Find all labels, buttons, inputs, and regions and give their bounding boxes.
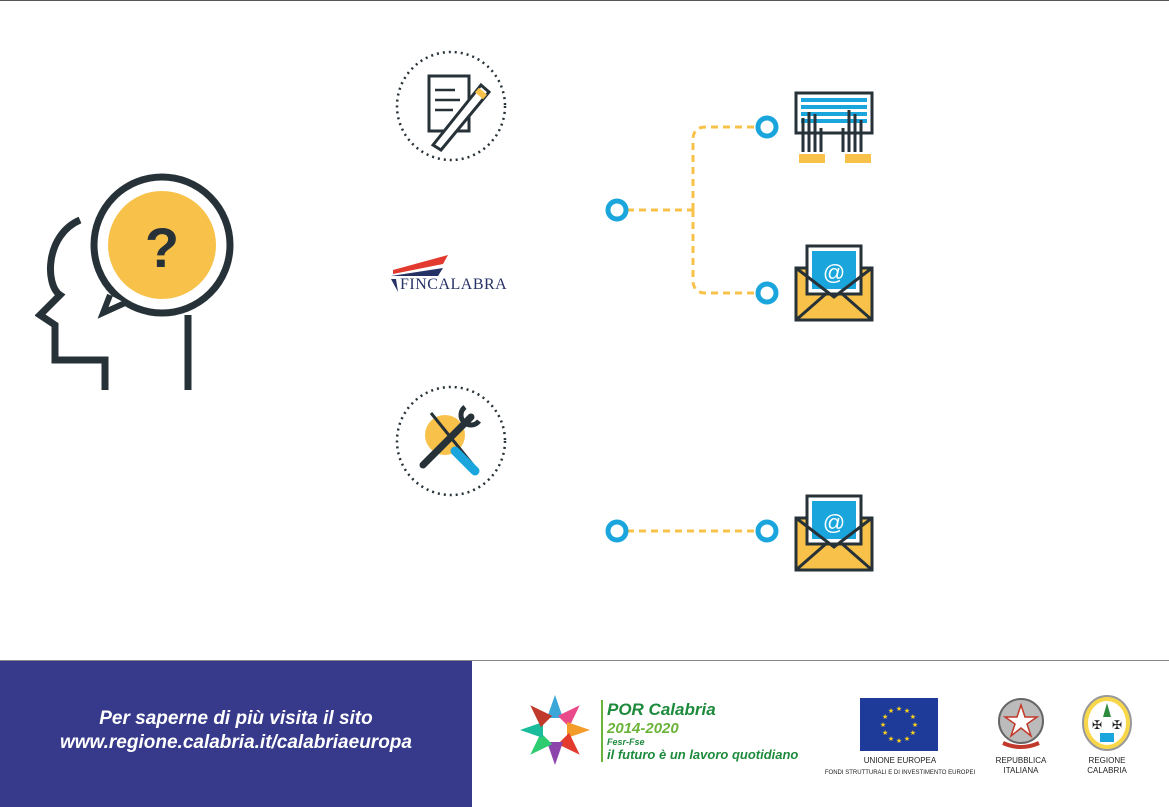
footer-website-link[interactable]: www.regione.calabria.it/calabriaeuropa — [60, 732, 412, 753]
regione-label-line2: CALABRIA — [1087, 766, 1127, 775]
eu-star-icon: ★ — [888, 707, 894, 715]
top-divider — [0, 0, 1169, 1]
eu-star-icon: ★ — [910, 713, 916, 721]
email-icon: @ — [794, 494, 874, 572]
tools-icon — [395, 385, 507, 497]
eu-star-icon: ★ — [904, 707, 910, 715]
eu-star-icon: ★ — [896, 737, 902, 745]
eu-star-icon: ★ — [888, 735, 894, 743]
italian-republic-emblem — [998, 698, 1044, 749]
republic-label-line2: ITALIANA — [1003, 766, 1039, 775]
por-funds: Fesr-Fse — [607, 737, 645, 747]
por-years: 2014-2020 — [607, 720, 679, 737]
footer-line1: Per saperne di più visita il sito — [99, 708, 373, 729]
regione-calabria-emblem: ✠ ✠ — [1082, 695, 1132, 751]
footer-divider — [0, 660, 1169, 661]
por-calabria-text: POR Calabria 2014-2020 Fesr-Fse il futur… — [607, 700, 798, 762]
document-pen-icon — [395, 50, 507, 162]
eu-label: UNIONE EUROPEA — [863, 756, 937, 765]
head-question-icon: ? — [35, 173, 234, 390]
fincalabra-logo — [391, 255, 448, 292]
eu-star-icon: ★ — [880, 721, 886, 729]
republic-label-line1: REPUBBLICA — [995, 756, 1047, 765]
svg-text:✠: ✠ — [1112, 718, 1122, 732]
eu-flag-icon: ★★★★★★★★★★★★ — [860, 698, 938, 751]
eu-star-icon: ★ — [910, 729, 916, 737]
email-icon: @ — [794, 244, 874, 322]
por-divider — [601, 700, 603, 762]
svg-text:@: @ — [823, 510, 845, 535]
eu-sublabel: FONDI STRUTTURALI E DI INVESTIMENTO EURO… — [824, 770, 976, 776]
por-slogan: il futuro è un lavoro quotidiano — [607, 747, 799, 762]
fincalabra-logo-text: FINCALABRA — [400, 276, 508, 293]
svg-text:?: ? — [145, 216, 179, 279]
eu-star-icon: ★ — [912, 721, 918, 729]
svg-text:✠: ✠ — [1092, 718, 1102, 732]
footer-info-panel: Per saperne di più visita il sito www.re… — [0, 661, 472, 807]
por-title: POR Calabria — [607, 700, 716, 719]
eu-star-icon: ★ — [882, 713, 888, 721]
regione-label-line1: REGIONE — [1088, 756, 1126, 765]
eu-star-icon: ★ — [904, 735, 910, 743]
connector-lines — [605, 115, 779, 543]
eu-star-icon: ★ — [882, 729, 888, 737]
eu-star-icon: ★ — [896, 705, 902, 713]
por-calabria-star-logo — [520, 695, 590, 765]
svg-text:@: @ — [823, 260, 845, 285]
keyboard-typing-icon — [794, 91, 874, 163]
